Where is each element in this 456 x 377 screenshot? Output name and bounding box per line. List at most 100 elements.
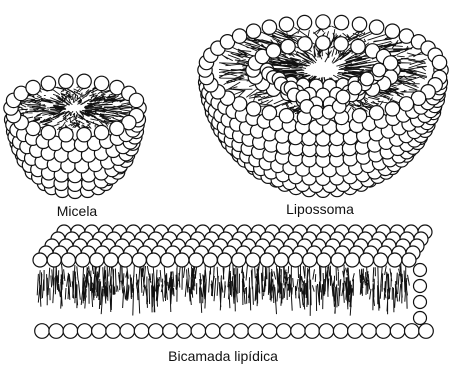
lipid-head: [298, 37, 312, 51]
lipid-head: [419, 324, 434, 339]
lipid-head: [388, 253, 402, 267]
lipid-head: [390, 324, 405, 339]
lipid-head: [77, 128, 91, 142]
lipid-head: [110, 121, 124, 135]
lipid-head: [177, 324, 192, 339]
lipid-head: [316, 15, 330, 29]
lipid-head: [218, 253, 232, 267]
lipid-head: [61, 253, 75, 267]
lipid-head: [374, 253, 388, 267]
lipid-head: [316, 36, 330, 50]
lipid-head: [90, 253, 104, 267]
lipid-head: [161, 253, 175, 267]
lipid-head: [351, 39, 365, 53]
lipid-head: [94, 76, 108, 90]
lipid-head: [333, 324, 348, 339]
lipid-head: [414, 280, 427, 293]
lipid-head: [414, 312, 427, 325]
lipid-head: [281, 39, 295, 53]
lipid-head: [432, 55, 446, 69]
lipid-head: [132, 253, 146, 267]
lipid-head: [297, 15, 311, 29]
lipid-head: [266, 44, 280, 58]
lipid-head: [402, 253, 416, 267]
lipid-head: [47, 253, 61, 267]
lipid-head: [77, 74, 91, 88]
lipid-head: [246, 102, 260, 116]
lipid-head: [385, 102, 399, 116]
lipid-head: [262, 324, 277, 339]
lipid-head: [220, 324, 235, 339]
lipid-head: [279, 17, 293, 31]
lipid-head: [175, 253, 189, 267]
lipid-head: [129, 93, 143, 107]
lipid-head: [205, 324, 220, 339]
lipid-head: [336, 90, 350, 104]
lipid-head: [262, 20, 276, 34]
lipid-head: [94, 125, 108, 139]
lipid-head: [232, 29, 246, 43]
lipid-head: [104, 253, 118, 267]
lipid-head: [189, 253, 203, 267]
lipid-head: [348, 81, 362, 95]
lipid-head: [277, 324, 292, 339]
liposome-illustration: [198, 15, 448, 198]
lipid-head: [203, 253, 217, 267]
lipid-head: [163, 324, 178, 339]
lipid-head: [59, 74, 73, 88]
micelle-label: Micela: [57, 203, 97, 219]
lipid-head: [414, 296, 427, 309]
liposome-label: Lipossoma: [286, 201, 354, 217]
lipid-head: [331, 253, 345, 267]
lipid-head: [232, 253, 246, 267]
lipid-head: [305, 324, 320, 339]
lipid-head: [92, 324, 107, 339]
lipid-head: [246, 24, 260, 38]
lipid-head: [319, 324, 334, 339]
lipid-head: [405, 324, 420, 339]
lipid-head: [279, 109, 293, 123]
lipid-head: [334, 15, 348, 29]
lipid-head: [289, 253, 303, 267]
lipid-head: [35, 324, 50, 339]
lipid-bilayer-label: Bicamada lipídica: [168, 348, 278, 364]
lipid-head: [147, 253, 161, 267]
lipid-head: [106, 324, 121, 339]
lipid-head: [120, 324, 135, 339]
lipid-bilayer-illustration: [33, 225, 433, 338]
lipid-head: [41, 76, 55, 90]
lipid-head: [291, 324, 306, 339]
lipid-head: [334, 37, 348, 51]
lipid-head: [369, 106, 383, 120]
lipid-head: [234, 324, 249, 339]
lipid-head: [348, 324, 363, 339]
lipid-head: [369, 20, 383, 34]
lipid-head: [414, 264, 427, 277]
lipid-head: [359, 253, 373, 267]
lipid-head: [41, 125, 55, 139]
bilayer-tails: [37, 263, 409, 316]
lipid-head: [260, 253, 274, 267]
lipid-head: [49, 324, 64, 339]
lipid-head: [345, 253, 359, 267]
lipid-head: [262, 106, 276, 120]
lipid-head: [352, 109, 366, 123]
lipid-head: [149, 324, 164, 339]
lipid-head: [385, 24, 399, 38]
lipid-head: [118, 253, 132, 267]
lipid-head: [360, 72, 374, 86]
lipid-head: [274, 253, 288, 267]
lipid-head: [362, 324, 377, 339]
lipid-head: [310, 105, 324, 119]
lipid-head: [26, 80, 40, 94]
lipid-head: [134, 324, 149, 339]
lipid-head: [399, 97, 413, 111]
lipid-head: [77, 324, 92, 339]
lipid-head: [352, 17, 366, 31]
lipid-head: [303, 253, 317, 267]
lipid-head: [63, 324, 78, 339]
lipid-head: [376, 324, 391, 339]
lipid-head: [372, 63, 386, 77]
